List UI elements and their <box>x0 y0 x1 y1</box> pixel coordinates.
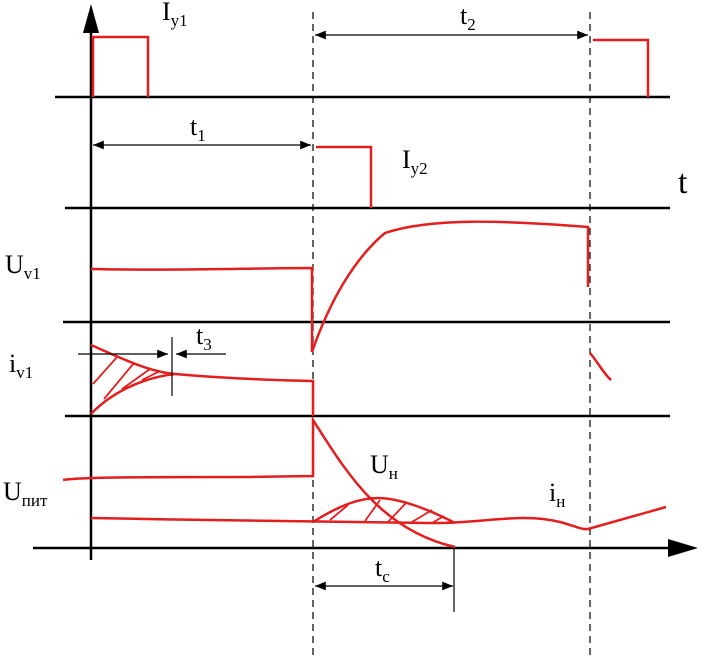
trace-in <box>90 505 667 531</box>
label-upit: Uпит <box>3 477 48 510</box>
trace-uv1 <box>90 220 590 353</box>
label-un: Uн <box>370 450 398 483</box>
label-tc: tc <box>375 553 390 586</box>
label-iy2: Iy2 <box>402 145 428 178</box>
label-t-axis: t <box>678 164 688 201</box>
label-t3: t3 <box>196 321 212 354</box>
label-iv1: iv1 <box>9 349 33 382</box>
signal-traces <box>62 35 667 549</box>
trace-iv1-lower <box>90 372 176 415</box>
label-t1: t1 <box>190 112 206 145</box>
label-iy1: Iy1 <box>162 0 188 30</box>
trace-upit <box>62 415 456 549</box>
label-t2: t2 <box>460 1 476 34</box>
hatch-un <box>329 499 445 524</box>
hatch-iv1 <box>92 355 161 400</box>
trace-iv1-spike <box>589 352 612 381</box>
pulse-iy1-second <box>593 38 650 97</box>
pulse-iy2 <box>316 145 373 208</box>
trace-iv1-upper <box>90 343 315 416</box>
time-axis-arrow-icon <box>668 539 698 557</box>
vertical-axis-arrow-icon <box>83 4 99 33</box>
pulse-iy1-first <box>91 35 150 97</box>
dimension-arrows <box>78 30 588 612</box>
trace-un <box>312 496 456 525</box>
label-in: iн <box>549 478 565 511</box>
label-uv1: Uv1 <box>5 250 41 283</box>
labels: Iy1 t2 t1 Iy2 t Uv1 t3 iv1 Uн Uпит iн tc <box>3 0 688 586</box>
